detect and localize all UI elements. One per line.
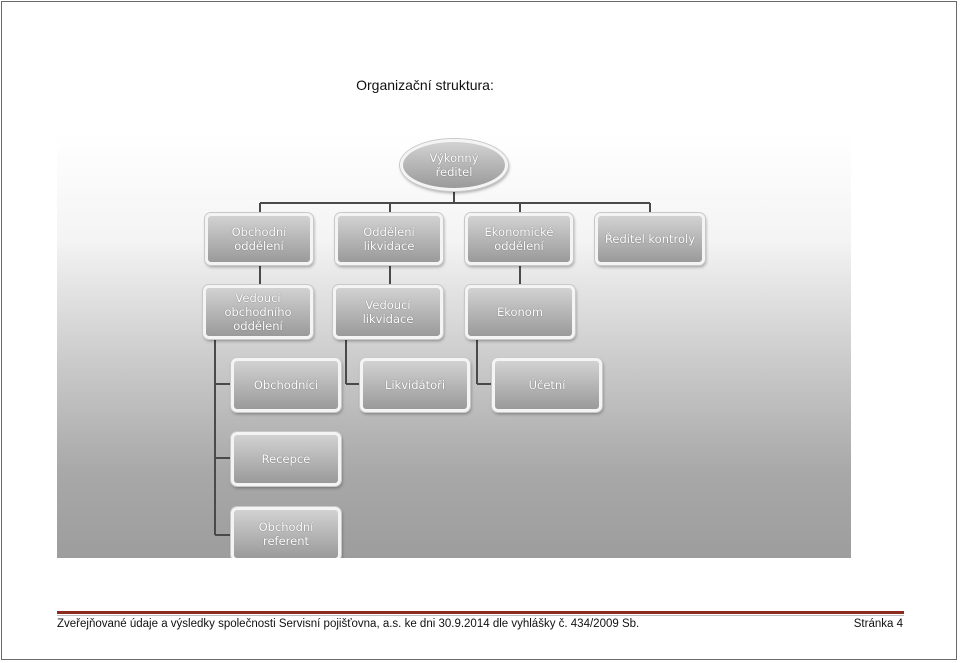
page-title: Organizační struktura:	[356, 77, 494, 93]
node-ekonom: Ekonom	[465, 285, 575, 339]
node-obchodni-oddeleni: Obchodní oddělení	[205, 213, 313, 265]
node-vedouci-obchodniho-oddeleni: Vedoucí obchodního oddělení	[203, 285, 313, 339]
node-ucetni: Účetní	[492, 358, 602, 412]
org-chart: Výkonný ředitel Obchodní oddělení Odděle…	[57, 133, 851, 558]
node-vedouci-likvidace: Vedoucí likvidace	[333, 285, 443, 339]
connector-lines	[214, 191, 651, 536]
node-oddeleni-likvidace: Oddělení likvidace	[335, 213, 443, 265]
page-number: Stránka 4	[853, 618, 903, 630]
node-obchodni-referent: Obchodní referent	[231, 507, 341, 558]
node-vykonny-reditel: Výkonný ředitel	[400, 139, 508, 191]
node-obchodnici: Obchodníci	[231, 358, 341, 412]
footer-rule-thin	[57, 615, 904, 616]
node-ekonomicke-oddeleni: Ekonomické oddělení	[465, 213, 573, 265]
node-likvidatori: Likvidátoři	[360, 358, 470, 412]
footer-text: Zveřejňované údaje a výsledky společnost…	[57, 618, 640, 630]
footer-rule	[57, 611, 904, 614]
node-recepce: Recepce	[231, 432, 341, 486]
node-reditel-kontroly: Ředitel kontroly	[595, 213, 705, 265]
